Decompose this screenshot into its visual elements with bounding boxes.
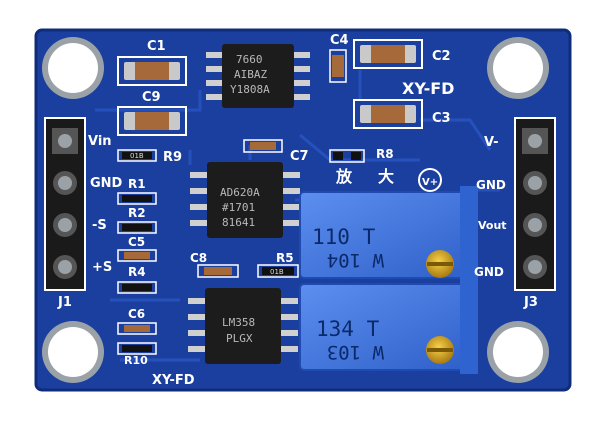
capacitor-c9 <box>117 106 187 136</box>
label-gnd-right-1: GND <box>476 178 506 192</box>
chip-u-top: 7660 AIBAZ Y1808A <box>206 44 310 108</box>
chip-u-mid: AD620A #1701 81641 <box>190 162 300 238</box>
pot-bottom-line2: W 103 <box>327 341 384 363</box>
label-r2: R2 <box>128 206 146 220</box>
chip-bot-marking-2: PLGX <box>226 332 253 345</box>
pot-bottom-line1: 134 T <box>316 317 380 341</box>
capacitor-c2 <box>353 39 423 69</box>
label-gnd-left: GND <box>90 176 123 191</box>
potentiometer-top: 110 T W 104 <box>299 186 478 282</box>
silkscreen-labels: C1 C9 C4 C2 C3 XY-FD C7 R9 R1 R2 C5 R4 C… <box>57 33 538 388</box>
label-r1: R1 <box>128 177 146 191</box>
label-r9: R9 <box>163 150 182 165</box>
label-v-minus: V- <box>484 135 499 150</box>
r9-code: 01B <box>130 152 144 160</box>
connector-j1 <box>44 117 86 291</box>
pot-top-line2: W 104 <box>327 249 384 271</box>
label-r4: R4 <box>128 265 146 279</box>
label-c3: C3 <box>432 111 451 126</box>
chip-top-marking-1: 7660 <box>236 53 263 66</box>
label-c5: C5 <box>128 235 145 249</box>
chip-bot-marking-1: LM358 <box>222 316 255 329</box>
brand-top: XY-FD <box>402 79 454 98</box>
label-minus-s: -S <box>92 218 107 233</box>
label-r5: R5 <box>276 251 294 265</box>
label-c9: C9 <box>142 90 161 105</box>
capacitor-c1 <box>117 56 187 86</box>
small-smd-parts <box>117 139 365 355</box>
capacitor-c3 <box>353 99 423 129</box>
pot-top-line1: 110 T <box>312 225 376 249</box>
label-j3: J3 <box>523 295 538 310</box>
label-r10: R10 <box>124 354 148 367</box>
v-plus-symbol: V+ <box>418 168 442 192</box>
chip-top-marking-2: AIBAZ <box>234 68 267 81</box>
label-gnd-right-2: GND <box>474 265 504 279</box>
chip-mid-marking-3: 81641 <box>222 216 255 229</box>
label-c1: C1 <box>147 39 166 54</box>
label-zh-1: 放 <box>335 167 353 186</box>
chip-mid-marking-1: AD620A <box>220 186 260 199</box>
connector-j3 <box>514 117 556 291</box>
label-zh-2: 大 <box>378 167 394 186</box>
label-c7: C7 <box>290 149 309 164</box>
label-c8: C8 <box>190 251 207 265</box>
label-j1: J1 <box>57 295 72 310</box>
potentiometer-bottom: 134 T W 103 <box>299 278 478 374</box>
label-c2: C2 <box>432 49 451 64</box>
brand-bottom: XY-FD <box>152 373 195 388</box>
mounting-holes <box>42 37 549 383</box>
chip-mid-marking-2: #1701 <box>222 201 255 214</box>
label-vin: Vin <box>88 134 112 149</box>
svg-text:V+: V+ <box>422 177 438 188</box>
label-c4: C4 <box>330 33 349 48</box>
r5-code: 01B <box>270 268 284 276</box>
capacitor-c4 <box>329 49 347 83</box>
label-r8: R8 <box>376 147 394 161</box>
label-plus-s: +S <box>92 260 112 275</box>
chip-u-bot: LM358 PLGX <box>188 288 298 364</box>
chip-top-marking-3: Y1808A <box>230 83 270 96</box>
label-vout: Vout <box>478 219 507 232</box>
label-c6: C6 <box>128 307 145 321</box>
